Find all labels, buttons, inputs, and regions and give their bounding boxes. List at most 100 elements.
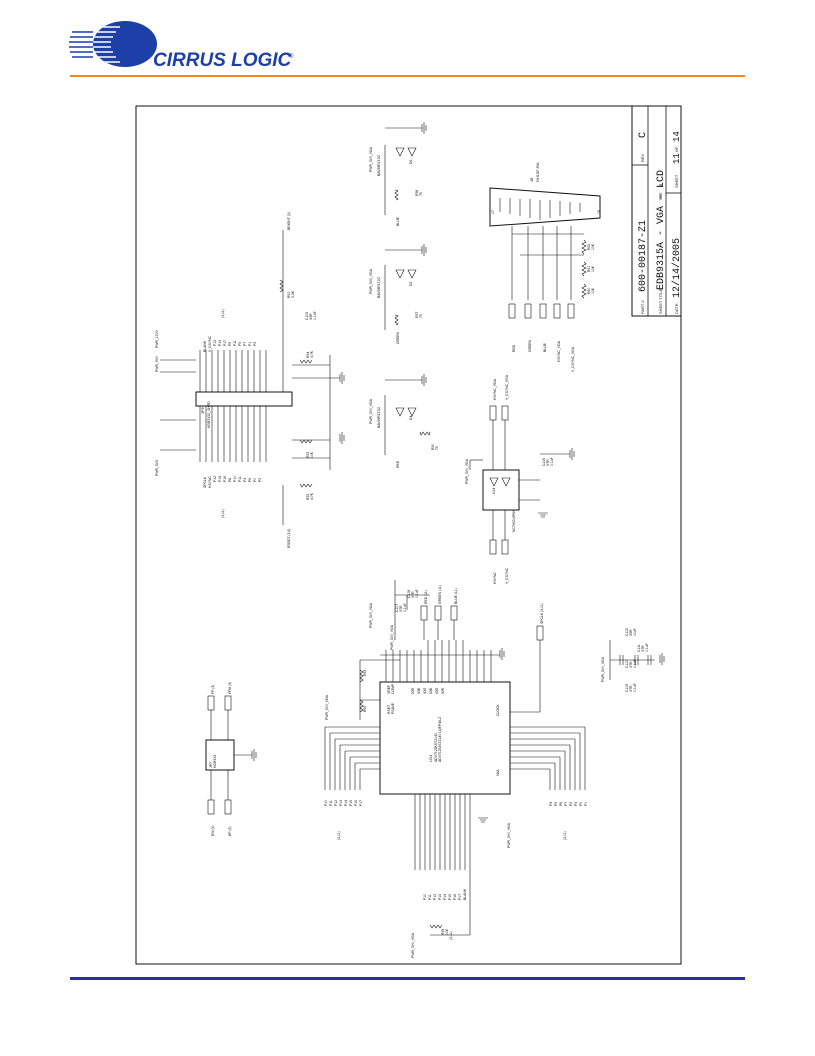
bbus-p11: P11 [428,894,432,900]
lbus-p17: P17 [359,800,363,806]
jp6-part: HDR2X32_SHRD [207,401,211,428]
d6-part: BAV99RLT1G [377,155,381,176]
d4-net: RED [396,460,400,468]
jp7-part: HDR3X2 [213,755,217,768]
r57-ref: R57 [415,312,419,318]
size-value: B [659,183,663,186]
c115-value: 10uF [633,628,637,636]
lbus-p14: P14 [344,800,348,806]
r59-value: 10K [445,928,449,935]
c109-value: 0.1uF [633,683,637,692]
rbus-p0: P0 [579,802,583,806]
bbus-p14: P14 [443,894,447,900]
r63-ref: R63 [363,670,367,676]
cirrus-logo: CIRRUS LOGIC ® [69,21,294,71]
d6-ref: D6 [409,160,413,164]
r50-ref: R50 [431,444,435,450]
r62-ref: R62 [587,244,591,250]
c110-value: 0.1uF [633,659,637,668]
bbus-p12: P12 [433,894,437,900]
c106-value: 0.1uF [550,457,554,466]
u13-right-bus: P4 P5 P6 P7 P2 P3 P0 P1 (3,11) [510,726,588,840]
u13-out-4: IOB [429,687,433,694]
u13-power-bottom: PWR_3V0_VGA [507,822,511,848]
u14-vcsync: V_CSYNC [505,567,509,584]
vga-red-label: RED [512,344,516,352]
c108-type: X7R [411,591,415,598]
r53-value: 4.7K [310,492,314,500]
d6-net: BLUE [396,216,400,226]
c110-ref: C110 [625,660,629,668]
u13-part2: ADV7125JSTZ140 LQFP48-Z [438,717,442,762]
c110-type: X7R [629,661,633,668]
c109-ref: C109 [625,684,629,692]
jp6-pin-p11b: P11 [233,340,237,346]
sheet-title: EDB9315A - VGA - LCD [656,170,667,290]
c111-value: 0.1uF [645,643,649,652]
sheet-total: 14 [672,131,682,142]
rbus-sheet: (3,11) [563,831,567,840]
u13-left-bus: P10 P11 P12 P13 P14 P15 P16 P17 (3,11) [324,726,380,840]
footer-rule [70,977,745,980]
u13-part1: ADV7123KSTZ140 [434,733,438,762]
connector-j8: J8 DH15F-RA 17 16 [489,162,601,300]
u13-net-red: RED (11) [424,590,428,604]
rbus-p5: P5 [554,802,558,806]
r62-value: 10K [591,243,595,250]
j8-resistors: R62 10K R61 10K R60 10K [581,239,595,299]
dac-u13: U13 ADV7123KSTZ140 ADV7125JSTZ140 LQFP48… [325,580,544,848]
jp6-pin-spclk: SPCLK [203,476,207,488]
jp6-pin-p9: P9 [228,342,232,346]
lbus-p13: P13 [339,800,343,806]
c103-ref: C103 [305,312,309,320]
c115-type: X5R [629,629,633,636]
u13-vref: VREF [387,685,391,694]
c108-ref: C108 [407,590,411,598]
d4-ref: D4 [409,416,413,420]
bbus-blank: BLANK [463,888,467,900]
u13-net-blue: BLUE (11) [454,588,458,604]
page-header: CIRRUS LOGIC ® [0,0,815,80]
rbus-p3: P3 [574,802,578,806]
lbus-p10: P10 [324,800,328,806]
bbus-p16: P16 [453,894,457,900]
header-jp6: JP6 HDR2X32_SHRD PWR_5V0 PWR_12V0 PWR_3V… [155,212,340,548]
jp6-pin-p7: P7 [243,342,247,346]
jp6-sheet-left: (3,11) [221,509,225,518]
jp7-net-fp: FP (3) [211,685,215,694]
jp6-power-3v3: PWR_3V3 [155,460,159,476]
jp6-sheet-right: (3,11) [221,309,225,318]
title-block: PART # 600-00187-Z1 REV C SHEET TITLE ED… [631,105,683,317]
u13-vaa: VAA [496,769,500,776]
r55-ref: R54 [306,352,310,358]
vga-signal-flags: RED GREEN BLUE HSYNC_VGA V_CSYNC_VGA [508,303,575,372]
jp6-pin-p10: P10 [233,476,237,482]
c106-ref: C106 [542,458,546,466]
r61-value: 10K [591,265,595,272]
sheet-border [135,105,682,965]
registered-mark: ® [289,53,294,60]
u13-power-left: PWR_3V0_VGA [325,694,329,720]
c107-value: 0.1uF [403,603,407,612]
c111-ref: C111 [637,644,641,652]
jp6-ref: JP6 [200,406,205,414]
u13-rset: RSET [387,705,391,714]
sheet-number: 11 [672,153,682,164]
jp6-pin-p17: P17 [223,340,227,346]
c103-type: X5R [309,313,313,320]
jp6-power-12v: PWR_12V0 [155,330,159,348]
u13-clock: CLOCK [496,704,500,716]
c109-type: X7R [629,685,633,692]
rev-value: C [638,132,649,138]
part-number-label: PART # [640,300,645,314]
bbus-p13: P13 [438,894,442,900]
r65-ref: R65 [363,706,367,712]
r50-value: 75 [435,446,439,450]
u14-ref: U14 [492,488,496,494]
j8-pin-a: 17 [491,210,495,214]
d4-part: BAV99RLT1G [377,407,381,428]
u14-power: PWR_3V0_VGA [465,458,469,484]
r53-ref: R52 [306,494,310,500]
size-label: SIZE [659,192,663,200]
